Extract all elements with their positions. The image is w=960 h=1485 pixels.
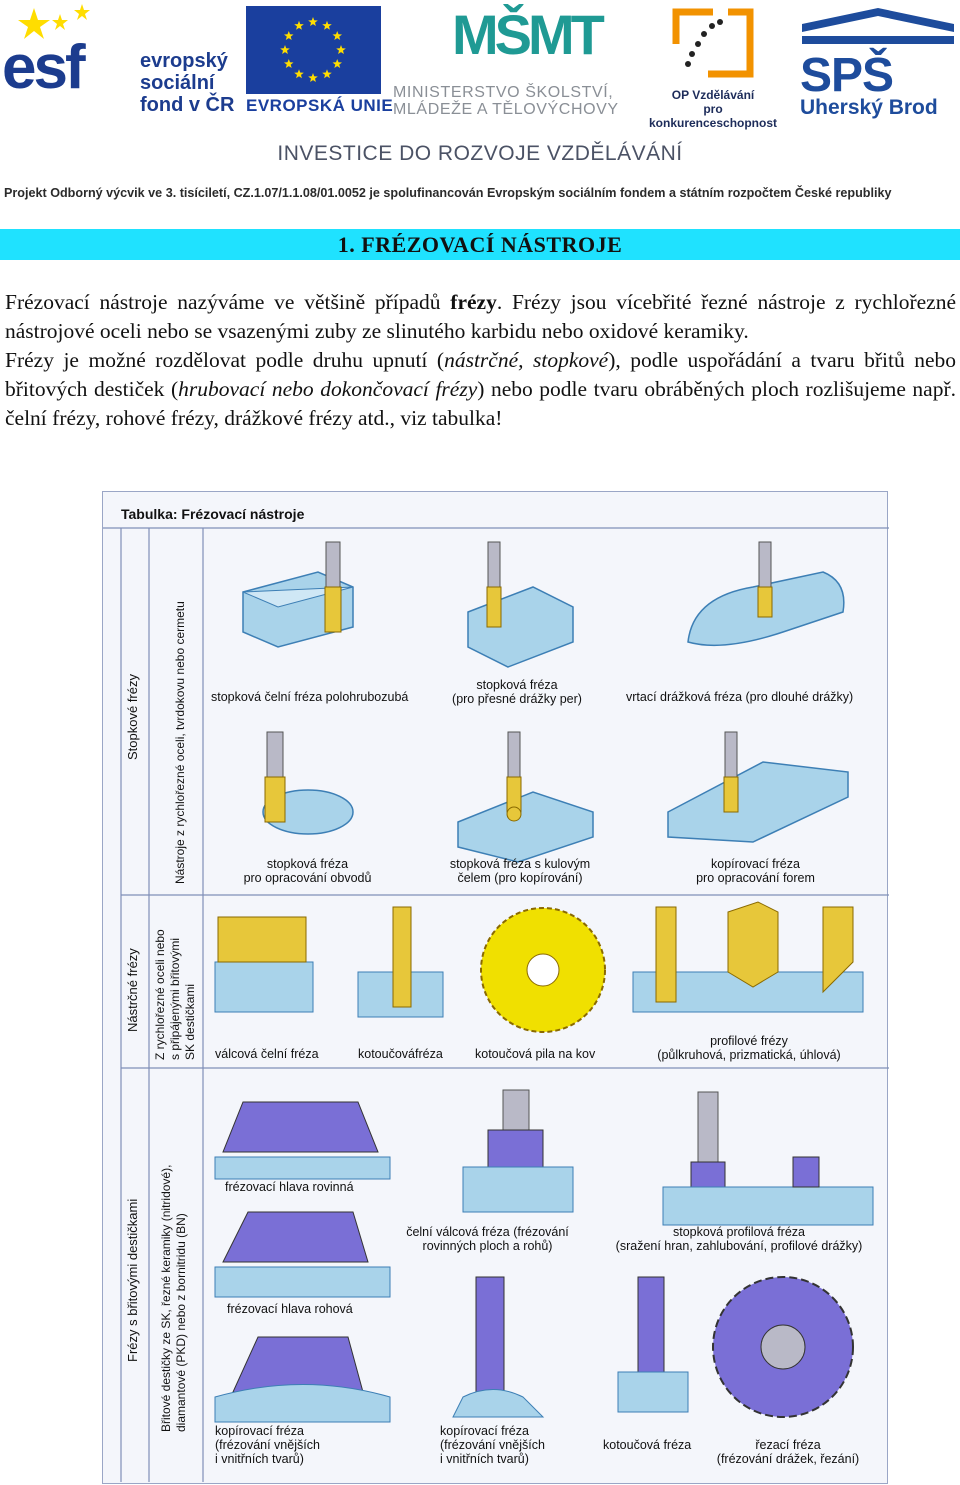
profile-insert-mill-drawing	[662, 1091, 874, 1226]
project-notice: Projekt Odborný výcvik ve 3. tisíciletí,…	[4, 186, 892, 200]
paragraph-1: Frézovací nástroje nazýváme ve většině p…	[5, 290, 956, 343]
cylindrical-face-mill-drawing	[214, 916, 314, 1013]
figure-illustrations	[103, 527, 889, 1482]
eu-flag	[246, 6, 381, 94]
eu-star	[294, 69, 304, 79]
esf-stars-graphic	[18, 4, 90, 39]
msmt-text: MINISTERSTVO ŠKOLSTVÍ, MLÁDEŽE A TĚLOVÝC…	[393, 84, 619, 118]
eu-star	[308, 17, 318, 26]
caption-r2c1: stopková fréza pro opracování obvodů	[243, 857, 372, 885]
section-heading: 1. FRÉZOVACÍ NÁSTROJE	[0, 229, 960, 260]
copy-insert-head-drawing	[214, 1336, 391, 1423]
label-nastroje: Nástroje z rychlořezné oceli, tvrdokovu …	[173, 601, 187, 884]
caption-r6b: kopírovací fréza (frézování vnějších i v…	[440, 1424, 545, 1466]
eu-star	[294, 20, 304, 30]
eu-star	[336, 45, 346, 54]
label-britove: Frézy s břitovými destičkami	[125, 1198, 140, 1362]
label-stopkove: Stopkové frézy	[125, 674, 140, 760]
disc-insert-mill-drawing	[617, 1276, 689, 1413]
sps-logo: SPŠ	[800, 49, 894, 102]
sps-roof-graphic	[802, 8, 954, 44]
caption-r6a: kopírovací fréza (frézování vnějších i v…	[215, 1424, 320, 1466]
caption-r6d: řezací fréza (frézování drážek, řezání)	[716, 1438, 860, 1466]
esf-wordmark: esf	[2, 33, 86, 102]
eu-star	[284, 59, 294, 68]
msmt-logo: MŠMT	[452, 3, 605, 66]
eu-star	[322, 69, 332, 79]
caption-r5a: frézovací hlava rohová	[227, 1302, 353, 1316]
cylindrical-face-insert-mill-drawing	[462, 1089, 574, 1213]
caption-r3c3: kotoučová pila na kov	[475, 1047, 596, 1061]
caption-r6c: kotoučová fréza	[603, 1438, 692, 1452]
caption-r4b: čelní válcová fréza (frézování rovinných…	[406, 1225, 569, 1253]
eu-star	[332, 59, 342, 68]
ball-nose-mill-drawing	[457, 731, 594, 863]
milling-tools-table-figure: Tabulka: Frézovací nástroje Stopkové fré…	[102, 491, 889, 1484]
op-vzdelavani-logo	[672, 8, 754, 78]
caption-r3c1: válcová čelní fréza	[215, 1047, 319, 1061]
caption-r4c: stopková profilová fréza (sražení hran, …	[615, 1225, 863, 1253]
op-caption: OP Vzdělávání pro konkurenceschopnost	[648, 88, 778, 130]
slitting-insert-mill-drawing	[712, 1276, 854, 1418]
eu-caption: EVROPSKÁ UNIE	[246, 96, 394, 115]
caption-r3c2: kotoučováfréza	[358, 1047, 443, 1061]
end-mill-semi-rough-drawing	[242, 541, 354, 648]
contour-end-mill-drawing	[262, 731, 354, 835]
circular-saw-drawing	[480, 907, 606, 1033]
slot-end-mill-drawing	[467, 541, 574, 668]
eu-star	[332, 31, 342, 40]
caption-r3c4: profilové frézy (půlkruhová, prizmatická…	[657, 1034, 841, 1062]
caption-r2c3: kopírovací fréza pro opracování forem	[696, 857, 815, 885]
label-z-rychlorezne: Z rychlořezné oceli nebo s připájenými b…	[153, 929, 197, 1060]
paragraph-2: Frézy je možné rozdělovat podle druhu up…	[5, 348, 956, 430]
profile-mills-drawing	[632, 901, 864, 1013]
drill-slot-mill-drawing	[687, 541, 845, 647]
caption-r4a: frézovací hlava rovinná	[225, 1180, 354, 1194]
logo-banner: esf evropský sociální fond v ČR EVROPSKÁ…	[0, 0, 960, 130]
disc-mill-drawing	[357, 906, 444, 1018]
caption-r1c1: stopková čelní fréza polohrubozubá	[211, 690, 409, 704]
corner-milling-head-drawing	[214, 1211, 391, 1298]
figure-title: Tabulka: Frézovací nástroje	[121, 506, 305, 522]
eu-star	[284, 31, 294, 40]
investice-slogan: INVESTICE DO ROZVOJE VZDĚLÁVÁNÍ	[277, 142, 683, 165]
face-milling-head-drawing	[214, 1101, 391, 1180]
eu-stars-graphic	[280, 17, 346, 82]
eu-star	[322, 20, 332, 30]
copy-insert-shank-drawing	[452, 1276, 545, 1418]
eu-star	[280, 45, 290, 54]
sps-town: Uherský Brod	[800, 96, 938, 119]
esf-text: evropský sociální fond v ČR	[140, 50, 235, 116]
label-nastrcne: Nástrčné frézy	[125, 948, 140, 1032]
caption-r1c2: stopková fréza (pro přesné drážky per)	[452, 678, 582, 706]
label-desticky-sk: Břitové destičky ze SK, řezné keramiky (…	[159, 1164, 188, 1432]
caption-r1c3: vrtací drážková fréza (pro dlouhé drážky…	[626, 690, 854, 704]
copy-mill-drawing	[667, 731, 849, 843]
eu-star	[308, 73, 318, 82]
caption-r2c2: stopková fréza s kulovým čelem (pro kopí…	[449, 857, 591, 885]
body-text: Frézovací nástroje nazýváme ve většině p…	[5, 288, 956, 433]
